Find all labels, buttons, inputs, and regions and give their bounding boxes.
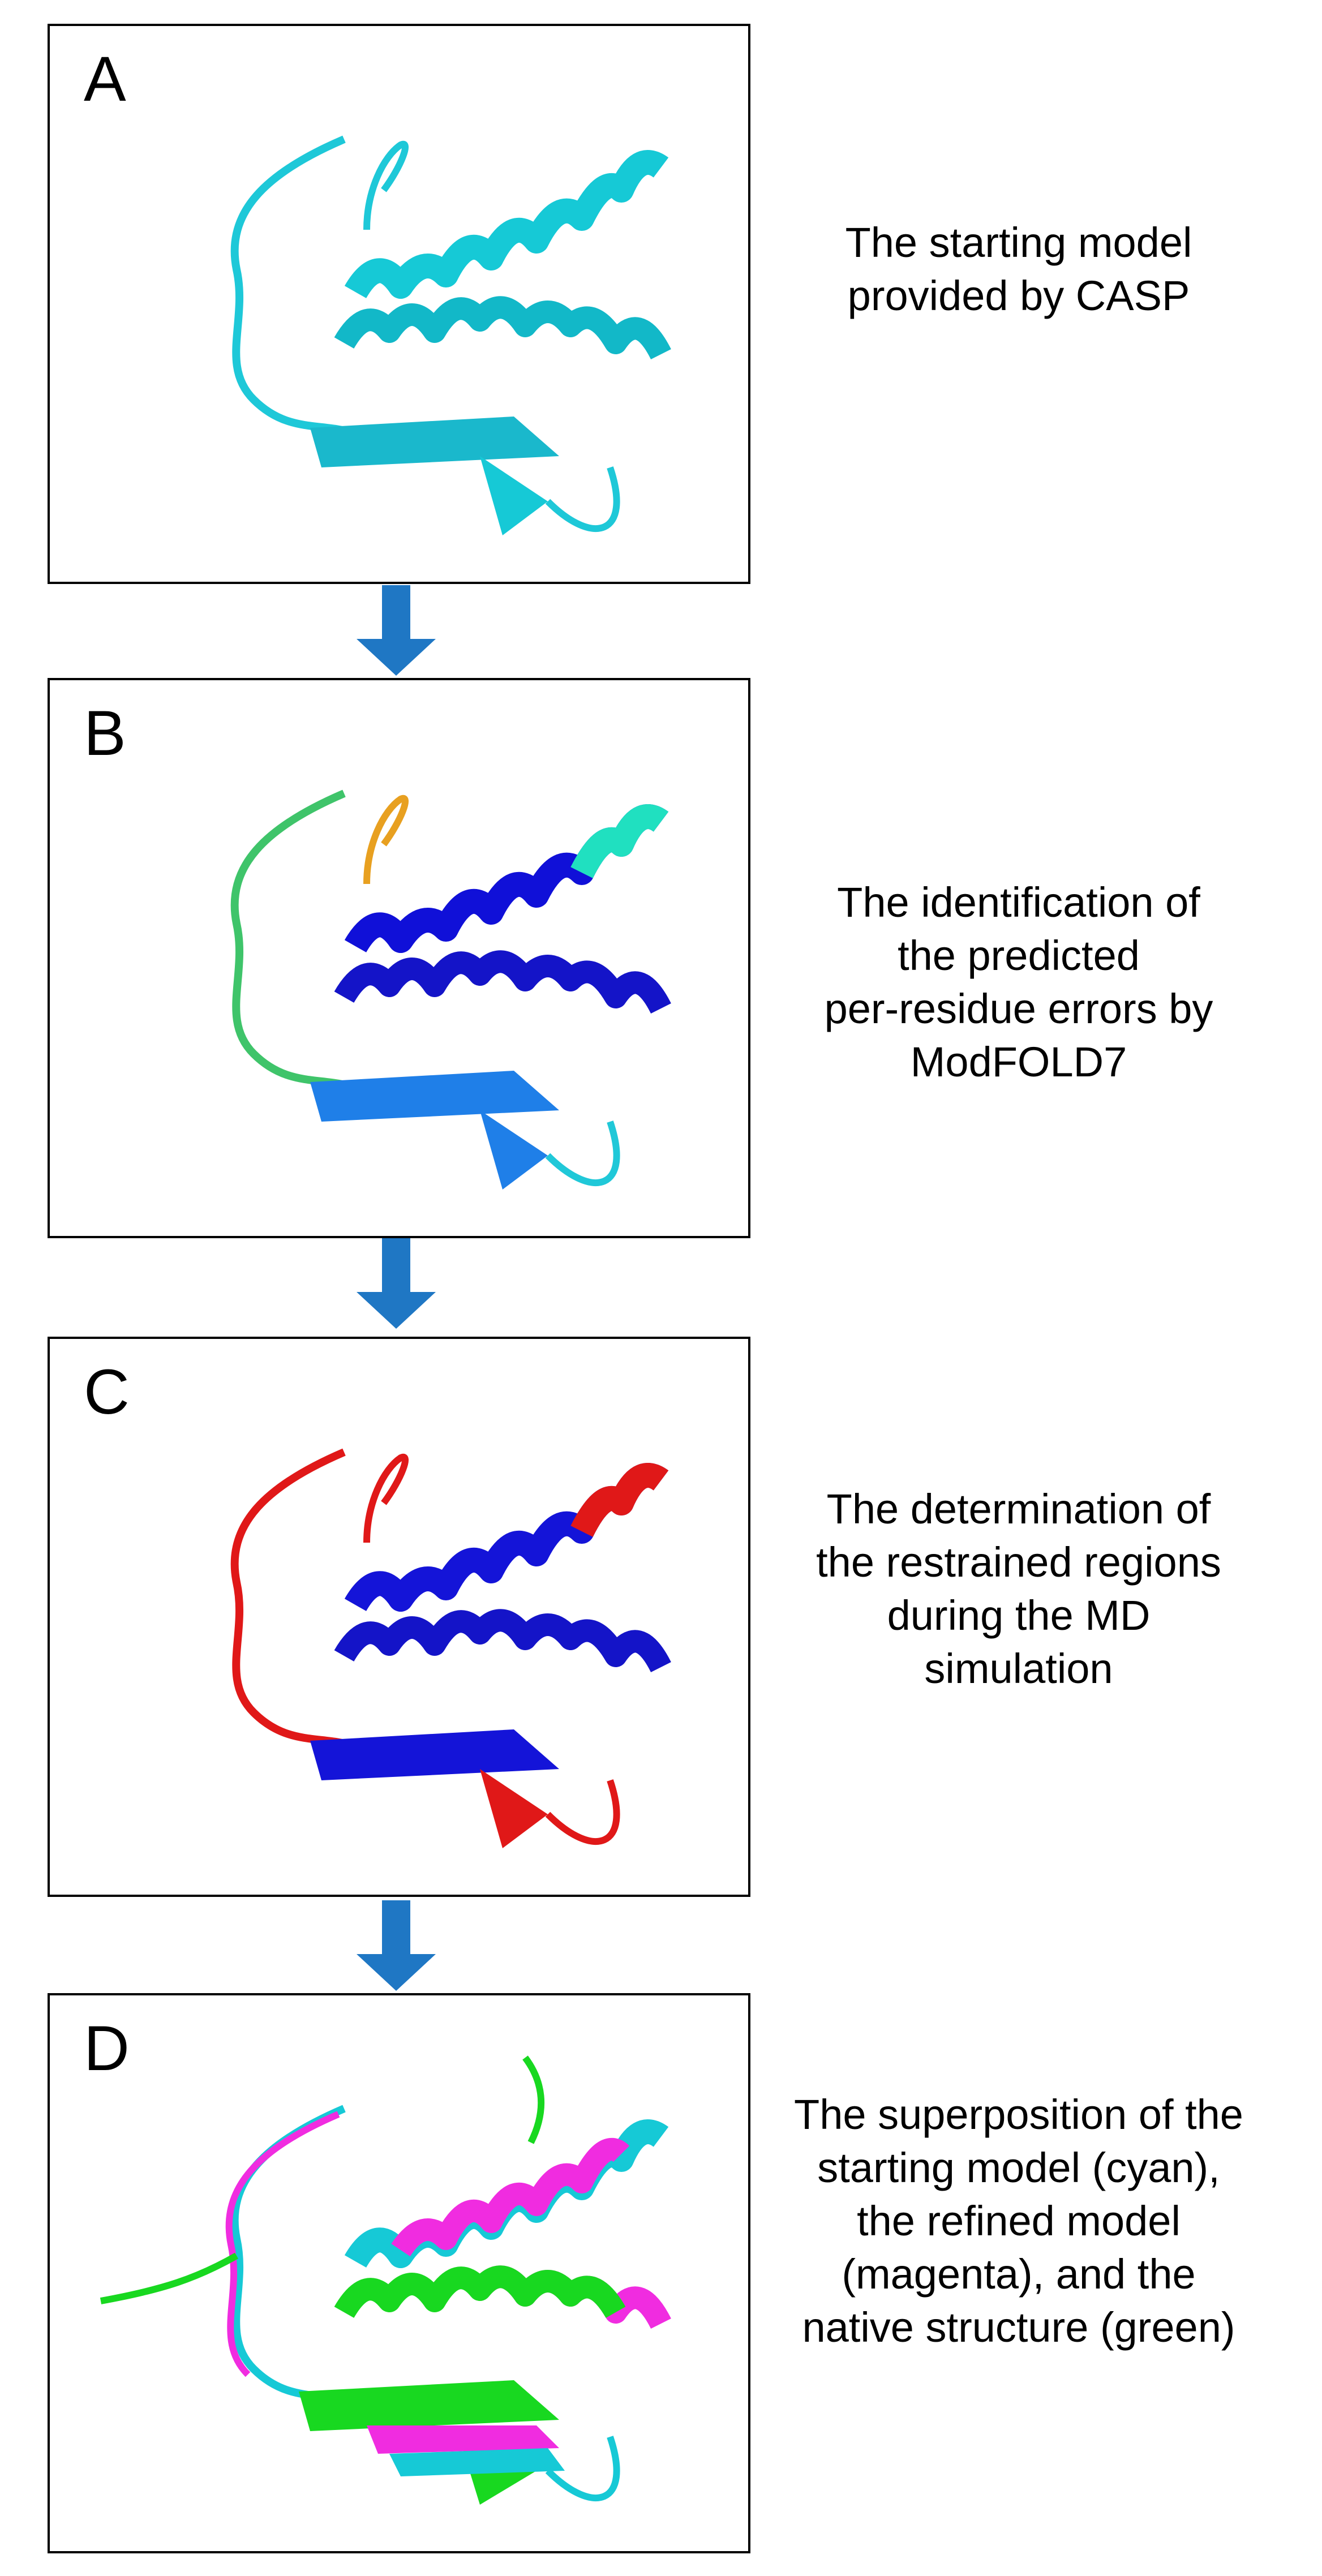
helix-tip-b	[570, 804, 669, 879]
down-arrow-icon	[357, 585, 436, 676]
helix-lower-b	[334, 950, 671, 1014]
loop-bottom-d	[545, 2436, 620, 2501]
sheet-d-starting	[389, 2448, 565, 2476]
sheet-arrow-b	[480, 1110, 548, 1190]
helix-d-refined	[391, 2138, 630, 2257]
helix-lower-d-native	[334, 2265, 626, 2319]
caption-line: per-residue errors by	[824, 985, 1213, 1032]
caption-line: provided by CASP	[847, 272, 1190, 319]
protein-structure-c	[230, 1448, 671, 1848]
sheet-d-refined	[367, 2425, 559, 2454]
caption-line: during the MD	[887, 1592, 1151, 1639]
down-arrow-icon	[357, 1900, 436, 1991]
caption-b: The identification of the predicted per-…	[764, 876, 1273, 1089]
loop-bottom-b	[545, 1120, 620, 1186]
tail-top-d-native	[522, 2055, 545, 2144]
caption-line: ModFOLD7	[910, 1038, 1127, 1085]
loop-a	[230, 135, 357, 437]
helix-lower-a	[334, 296, 671, 360]
caption-line: the predicted	[898, 932, 1140, 979]
panel-letter-d: D	[84, 2013, 130, 2084]
caption-line: native structure (green)	[802, 2304, 1235, 2351]
loop-d-refined	[225, 2111, 340, 2377]
helix-lower-c	[334, 1609, 671, 1673]
caption-c: The determination of the restrained regi…	[764, 1483, 1273, 1695]
caption-line: The identification of	[837, 879, 1200, 926]
panel-d: D	[48, 1993, 750, 2553]
caption-line: The determination of	[826, 1486, 1211, 1532]
loop-bottom-c	[545, 1779, 620, 1845]
panel-b: B	[48, 678, 750, 1238]
sheet-b	[310, 1071, 559, 1122]
caption-line: starting model (cyan),	[817, 2144, 1220, 2191]
caption-line: The starting model	[845, 219, 1192, 266]
tail-d-native	[100, 2252, 238, 2304]
loop-c	[230, 1448, 357, 1750]
protein-structure-d	[100, 2055, 671, 2505]
sheet-a	[310, 417, 559, 467]
loop-top-b	[363, 795, 409, 885]
sheet-arrow-c	[480, 1769, 548, 1848]
helix-tip-c	[570, 1463, 669, 1538]
sheet-d-native	[299, 2380, 559, 2431]
caption-line: (magenta), and the	[842, 2251, 1196, 2298]
caption-d: The superposition of the starting model …	[764, 2088, 1273, 2354]
sheet-arrow-a	[480, 456, 548, 535]
caption-line: the refined model	[857, 2197, 1181, 2244]
loop-bottom-a	[545, 466, 620, 532]
panel-c: C	[48, 1337, 750, 1897]
sheet-c	[310, 1729, 559, 1780]
protein-structure-b	[230, 789, 671, 1190]
loop-d-starting	[230, 2105, 357, 2407]
down-arrow-icon	[357, 1238, 436, 1329]
helix-long-a	[344, 150, 669, 299]
panel-letter-b: B	[84, 698, 126, 768]
caption-a: The starting model provided by CASP	[764, 216, 1273, 323]
panel-letter-c: C	[84, 1356, 130, 1427]
panel-a: A	[48, 24, 750, 584]
loop-top-c	[363, 1453, 409, 1543]
caption-line: the restrained regions	[816, 1539, 1221, 1586]
loop-top-a	[363, 140, 409, 230]
loop-b	[230, 789, 357, 1092]
caption-line: The superposition of the	[794, 2091, 1243, 2138]
panel-letter-a: A	[84, 44, 126, 114]
protein-structure-a	[230, 135, 671, 535]
caption-line: simulation	[924, 1645, 1113, 1692]
